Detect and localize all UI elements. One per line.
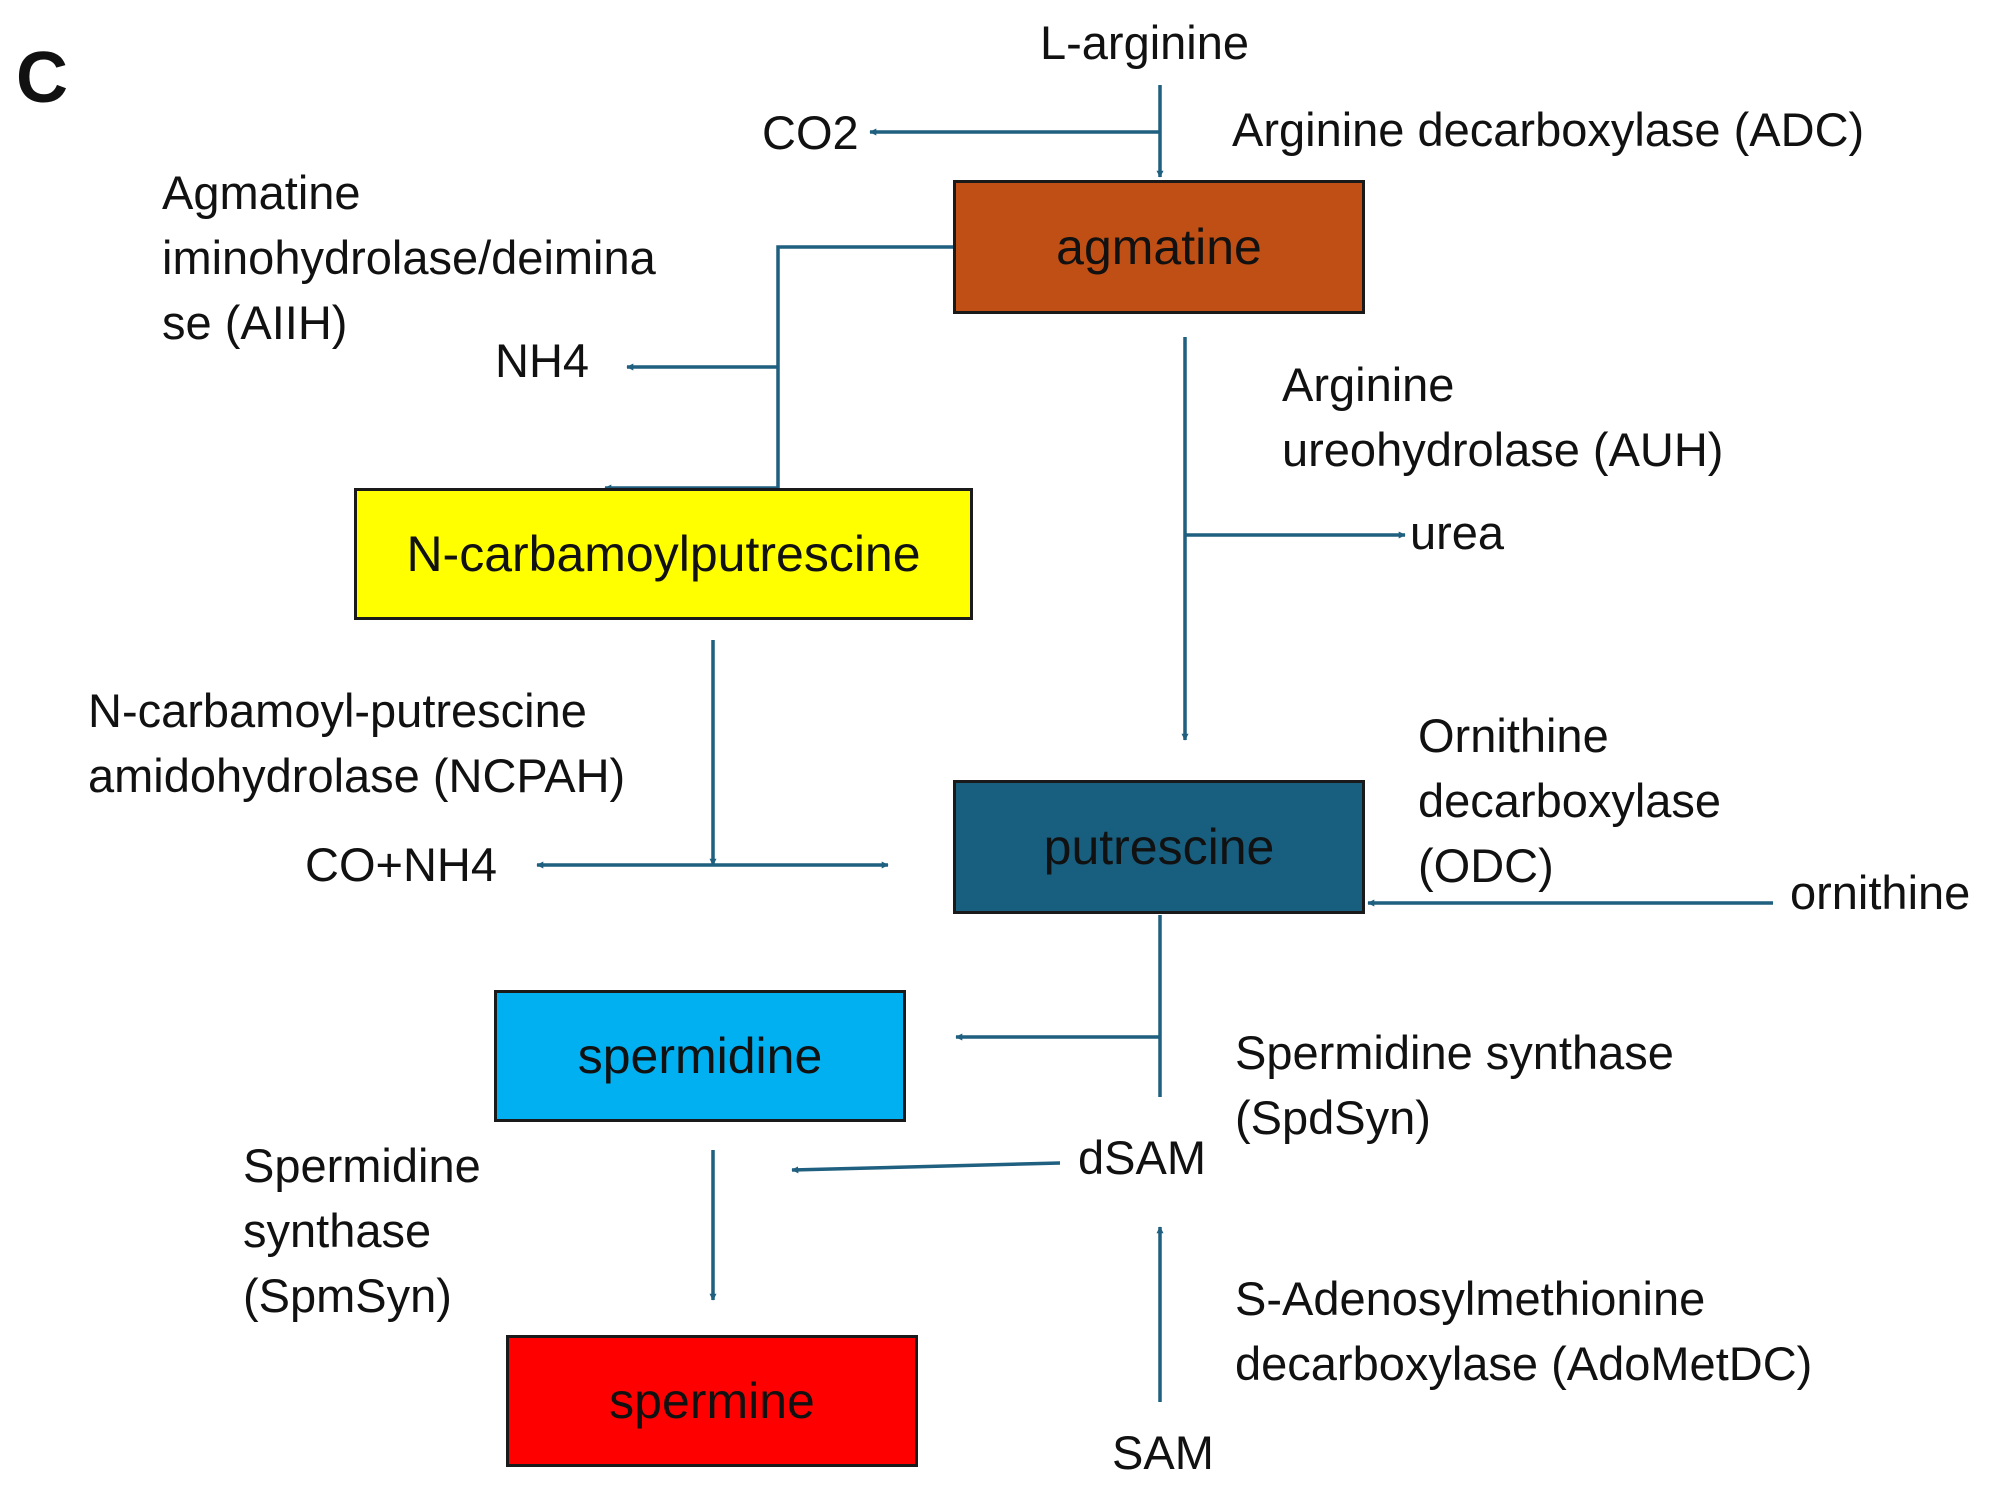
enzyme-auh-line: Arginine — [1282, 358, 1455, 411]
enzyme-aiih-line: iminohydrolase/deimina — [162, 231, 656, 284]
agmatine-label: agmatine — [1056, 219, 1262, 275]
ornithine-label: ornithine — [1790, 866, 1971, 919]
spermine-label: spermine — [609, 1373, 815, 1429]
spermine-box: spermine — [506, 1335, 918, 1467]
co-nh4-label: CO+NH4 — [305, 838, 497, 891]
enzyme-ncpah-line: amidohydrolase (NCPAH) — [88, 749, 626, 802]
sam-label: SAM — [1112, 1426, 1214, 1479]
enzyme-aiih-line: se (AIIH) — [162, 296, 348, 349]
enzyme-adc-label: Arginine decarboxylase (ADC) — [1232, 97, 1864, 162]
enzyme-adometdc-label: S-Adenosylmethionine decarboxylase (AdoM… — [1235, 1266, 1812, 1396]
spermidine-box: spermidine — [494, 990, 906, 1122]
enzyme-spmsyn-line: synthase — [243, 1204, 432, 1257]
enzyme-ncpah-label: N-carbamoyl-putrescine amidohydrolase (N… — [88, 678, 625, 808]
enzyme-aiih-label: Agmatine iminohydrolase/deimina se (AIIH… — [162, 160, 656, 355]
enzyme-spdsyn-line: Spermidine synthase — [1235, 1026, 1674, 1079]
n-carbamoylputrescine-label: N-carbamoylputrescine — [406, 526, 921, 582]
spermidine-label: spermidine — [577, 1028, 823, 1084]
enzyme-ncpah-line: N-carbamoyl-putrescine — [88, 684, 587, 737]
enzyme-adc-line: Arginine decarboxylase (ADC) — [1232, 103, 1865, 156]
enzyme-odc-line: decarboxylase — [1418, 774, 1722, 827]
enzyme-auh-label: Arginine ureohydrolase (AUH) — [1282, 352, 1723, 482]
enzyme-aiih-line: Agmatine — [162, 166, 361, 219]
urea-label: urea — [1410, 506, 1505, 559]
enzyme-odc-line: Ornithine — [1418, 709, 1609, 762]
enzyme-adometdc-line: S-Adenosylmethionine — [1235, 1272, 1706, 1325]
agmatine-box: agmatine — [953, 180, 1365, 314]
l-arginine-label: L-arginine — [1040, 16, 1250, 69]
enzyme-spmsyn-line: Spermidine — [243, 1139, 481, 1192]
enzyme-spdsyn-label: Spermidine synthase (SpdSyn) — [1235, 1020, 1674, 1150]
enzyme-adometdc-line: decarboxylase (AdoMetDC) — [1235, 1337, 1813, 1390]
enzyme-odc-line: (ODC) — [1418, 839, 1554, 892]
enzyme-spdsyn-line: (SpdSyn) — [1235, 1091, 1431, 1144]
putrescine-label: putrescine — [1043, 819, 1275, 875]
enzyme-spmsyn-line: (SpmSyn) — [243, 1269, 452, 1322]
line-agmatine-to-aiih — [776, 245, 953, 488]
panel-letter: C — [16, 38, 68, 118]
co2-label: CO2 — [762, 106, 859, 159]
n-carbamoylputrescine-box: N-carbamoylputrescine — [354, 488, 973, 620]
enzyme-odc-label: Ornithine decarboxylase (ODC) — [1418, 703, 1721, 898]
enzyme-spmsyn-label: Spermidine synthase (SpmSyn) — [243, 1133, 481, 1328]
arrow-dsam-to-spermine-step — [791, 1161, 1061, 1174]
enzyme-auh-line: ureohydrolase (AUH) — [1282, 423, 1724, 476]
nh4-label: NH4 — [495, 334, 590, 387]
dsam-label: dSAM — [1078, 1131, 1206, 1184]
putrescine-box: putrescine — [953, 780, 1365, 914]
